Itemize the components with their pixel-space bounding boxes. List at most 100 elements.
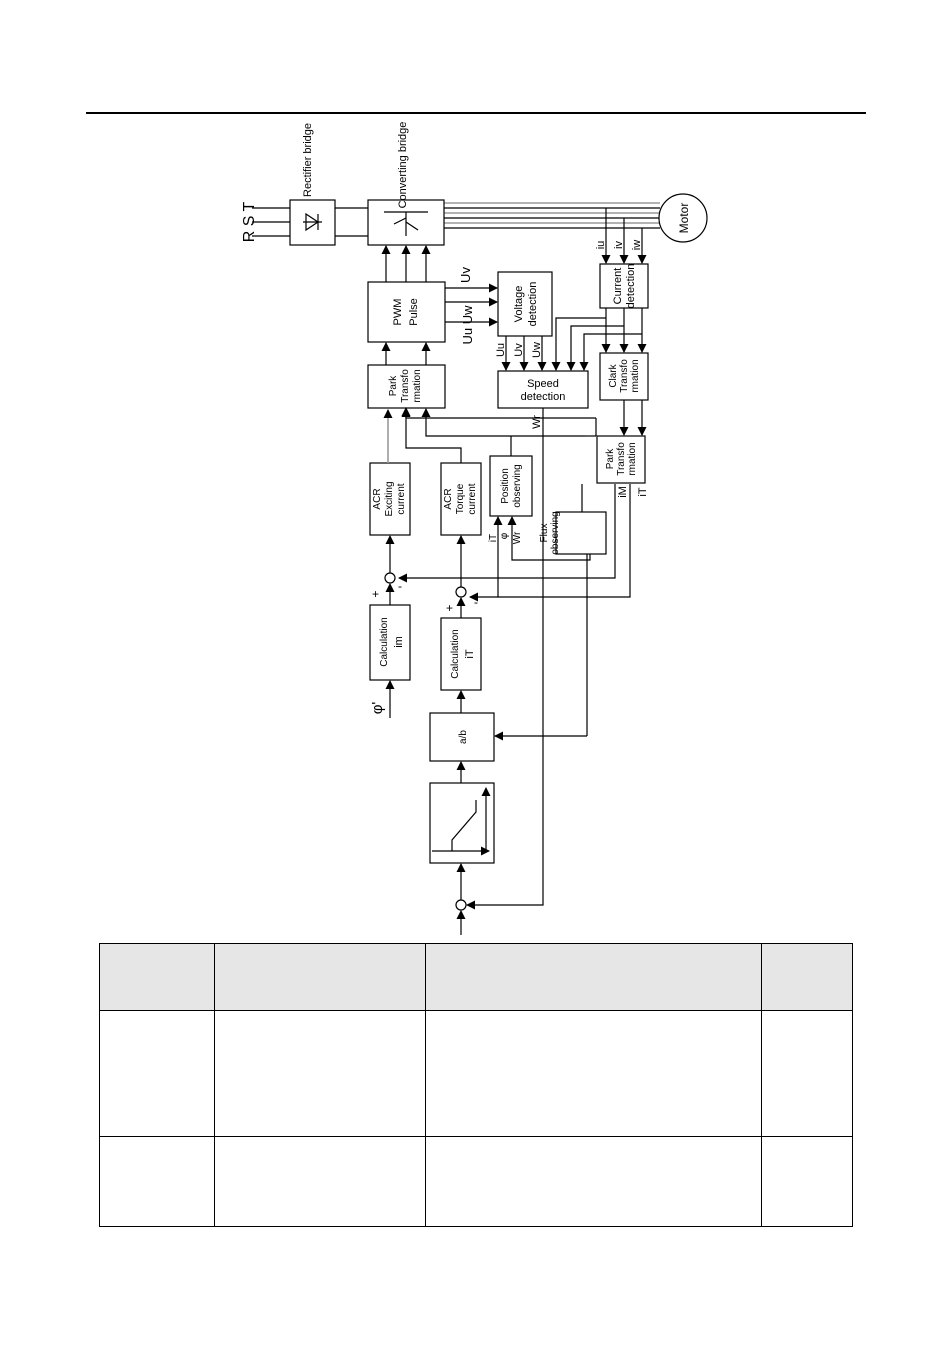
table-cell	[214, 1136, 426, 1227]
exc-minus-sign: -	[398, 579, 402, 593]
signal-uv2-label: Uv	[513, 343, 525, 357]
table-cell	[761, 1136, 853, 1227]
svg-text:iT: iT	[488, 534, 499, 542]
calculation-im-label: Calculation im	[379, 617, 405, 666]
voltage-detection-label: Voltage detection	[513, 282, 539, 327]
svg-text:Wr: Wr	[531, 415, 543, 429]
svg-text:iM: iM	[617, 486, 629, 498]
svg-text:observing: observing	[512, 464, 523, 507]
table-header-cell	[214, 943, 426, 1011]
rectifier-bridge-label: Rectifier bridge	[302, 123, 314, 197]
clark-transformation-box	[599, 352, 649, 401]
signal-uw-label: Uw	[531, 342, 543, 358]
pwm-to-bridge-arrows	[381, 245, 431, 282]
converting-bridge-label: Converting bridge	[397, 122, 409, 209]
divider-box	[429, 712, 495, 762]
svg-text:Position: Position	[500, 468, 511, 504]
svg-text:Park: Park	[605, 448, 616, 470]
svg-text:Transfo: Transfo	[400, 369, 411, 403]
table-header-row	[99, 943, 853, 1011]
svg-text:detection: detection	[625, 264, 637, 309]
motor-label: Motor	[677, 203, 691, 234]
table-row	[99, 1136, 853, 1227]
signal-wr-label: Wr	[531, 415, 543, 429]
speed-sum-junction	[455, 899, 467, 911]
svg-text:Calculation: Calculation	[379, 617, 390, 666]
svg-text:iu: iu	[595, 241, 607, 250]
svg-text:Wr: Wr	[512, 531, 523, 544]
signal-uv-label: Uv	[458, 267, 473, 283]
svg-text:Rectifier bridge: Rectifier bridge	[302, 123, 314, 197]
pwm-to-voltage-arrows	[445, 283, 498, 327]
svg-text:Calculation: Calculation	[450, 629, 461, 678]
park-transformation-right-box	[596, 435, 646, 484]
table-cell	[425, 1010, 762, 1137]
signal-it-out-label: iT	[637, 487, 649, 496]
svg-text:PWM: PWM	[392, 299, 404, 326]
ramp-graph-icon	[432, 787, 491, 856]
svg-text:iT: iT	[464, 649, 476, 658]
svg-text:Voltage: Voltage	[513, 286, 525, 323]
svg-text:a/b: a/b	[458, 730, 469, 744]
transistor-icon	[384, 211, 428, 236]
calculation-im-box	[369, 604, 411, 681]
svg-text:φ: φ	[499, 532, 510, 539]
park-transformation-right-label: Park Transfo rmation	[605, 442, 638, 476]
signal-phi-fb-label: φ	[499, 532, 510, 539]
speed-detection-box	[497, 370, 589, 409]
divider-label: a/b	[458, 730, 469, 744]
torque-sum-junction	[455, 586, 467, 598]
signal-uu-label: Uu	[495, 343, 507, 357]
svg-text:Current: Current	[612, 268, 624, 305]
speed-detection-label-2: detection	[521, 391, 566, 403]
svg-text:rmation: rmation	[412, 369, 423, 402]
current-detection-box	[599, 263, 649, 309]
motor-circle	[658, 193, 708, 243]
svg-text:Park: Park	[388, 375, 399, 397]
signal-wr-fb-label: Wr	[512, 531, 523, 544]
svg-text:Transfo: Transfo	[616, 442, 627, 476]
signal-im-out-label: iM	[617, 486, 629, 498]
signal-iv-label: iv	[613, 241, 625, 249]
table-cell	[425, 1136, 762, 1227]
acr-exciting-current-label: ACR Exciting current	[372, 481, 407, 516]
position-observing-label: Position observing	[500, 464, 523, 507]
table-cell	[99, 1136, 215, 1227]
table-cell	[99, 1010, 215, 1137]
exciting-sum-junction	[384, 572, 396, 584]
torque-plus-sign: +	[446, 601, 453, 615]
table-header-cell	[99, 943, 215, 1011]
table-row	[99, 1010, 853, 1137]
pwm-pulse-label: PWM Pulse	[392, 298, 420, 326]
table-header-cell	[425, 943, 762, 1011]
speed-feedback-line	[466, 408, 544, 910]
calculation-it-label: Calculation iT	[450, 629, 476, 678]
current-detection-label: Current detection	[612, 264, 637, 309]
svg-text:Uu: Uu	[495, 343, 507, 357]
parameter-table	[99, 943, 853, 1227]
svg-text:ACR: ACR	[372, 488, 383, 509]
svg-text:Pulse: Pulse	[408, 298, 420, 326]
signal-uu-uw-label: Uu Uw	[460, 305, 475, 345]
svg-text:current: current	[467, 483, 478, 514]
pwm-pulse-box	[367, 281, 446, 343]
position-observing-box	[489, 455, 533, 517]
flux-ref-label: φ'	[369, 702, 386, 715]
table-cell	[761, 1010, 853, 1137]
flux-observing-box	[555, 511, 607, 555]
svg-text:Uu Uw: Uu Uw	[460, 305, 475, 345]
svg-text:ACR: ACR	[443, 488, 454, 509]
flux-observing-label: Flux observing	[539, 511, 561, 554]
svg-text:Transfo: Transfo	[619, 359, 630, 393]
rst-input-label: R S T	[241, 201, 258, 242]
svg-text:Uv: Uv	[458, 267, 473, 283]
svg-text:Torque: Torque	[455, 483, 466, 514]
angle-feedback-lines	[406, 408, 597, 437]
acr-torque-current-box	[440, 462, 482, 536]
vector-control-block-diagram: R S T Rectifier bridge Converting bridge…	[241, 122, 708, 935]
acr-torque-current-label: ACR Torque current	[443, 483, 478, 514]
svg-text:φ': φ'	[369, 702, 386, 715]
svg-text:current: current	[396, 483, 407, 514]
svg-text:iw: iw	[631, 240, 643, 250]
voltage-detection-box	[497, 271, 553, 337]
